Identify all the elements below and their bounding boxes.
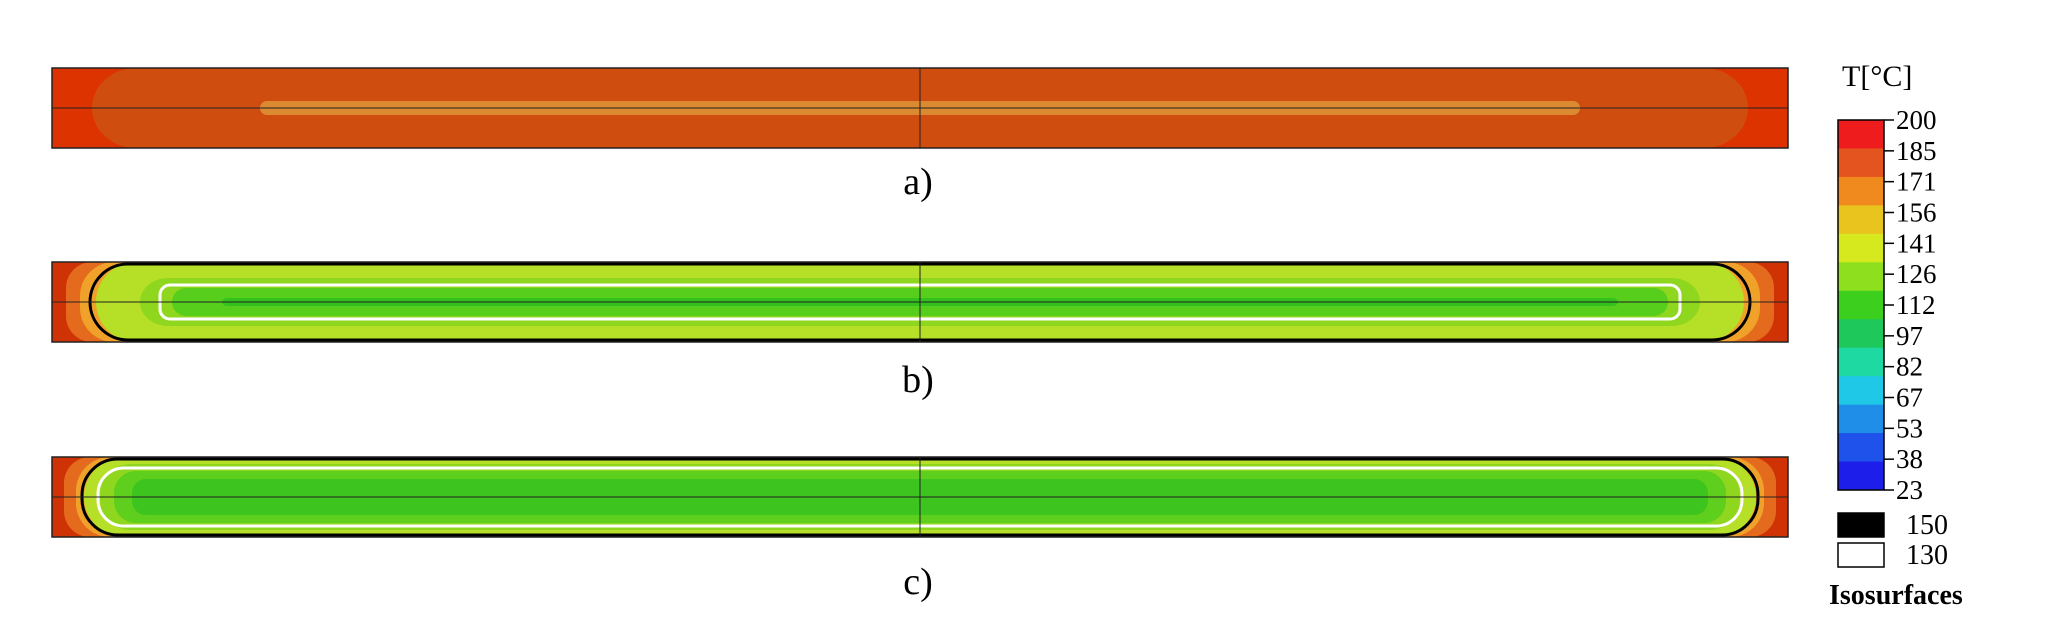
legend-tick-label: 23 bbox=[1896, 475, 1923, 505]
legend-color-band bbox=[1838, 404, 1884, 434]
legend-color-bar bbox=[1837, 119, 1885, 491]
legend-tick-label: 97 bbox=[1896, 321, 1923, 351]
legend-tick-label: 38 bbox=[1896, 444, 1923, 474]
legend-color-band bbox=[1838, 262, 1884, 292]
legend-tick-label: 200 bbox=[1896, 105, 1937, 135]
legend-color-band bbox=[1838, 290, 1884, 320]
panels-group bbox=[51, 67, 1789, 538]
legend-tick-label: 171 bbox=[1896, 167, 1937, 197]
legend-color-band bbox=[1838, 205, 1884, 235]
legend-tick-label: 126 bbox=[1896, 259, 1937, 289]
panel-label-b: b) bbox=[902, 359, 934, 401]
isosurface-swatch bbox=[1837, 542, 1885, 568]
panel-label-c: c) bbox=[903, 561, 933, 603]
legend-title: T[°C] bbox=[1842, 60, 1912, 93]
legend-color-band bbox=[1838, 433, 1884, 463]
legend-tick-label: 185 bbox=[1896, 136, 1937, 166]
legend-color-band bbox=[1838, 319, 1884, 349]
contour-panel-a bbox=[51, 67, 1789, 149]
legend-color-band bbox=[1838, 461, 1884, 491]
legend-color-band bbox=[1838, 148, 1884, 178]
panel-label-a: a) bbox=[903, 161, 933, 203]
legend-color-band bbox=[1838, 376, 1884, 406]
isosurface-value-label: 130 bbox=[1906, 540, 1948, 571]
contour-panel-c bbox=[51, 456, 1789, 538]
legend-tick-label: 112 bbox=[1896, 290, 1936, 320]
temperature-legend: T[°C] 200185171156141126112978267533823 … bbox=[1829, 60, 1963, 611]
legend-color-band bbox=[1838, 347, 1884, 377]
legend-tick-label: 67 bbox=[1896, 383, 1923, 413]
contour-panel-b bbox=[51, 261, 1789, 343]
isosurface-value-label: 150 bbox=[1906, 510, 1948, 541]
legend-color-band bbox=[1838, 176, 1884, 206]
legend-tick-label: 53 bbox=[1896, 413, 1923, 443]
legend-tick-label: 156 bbox=[1896, 198, 1937, 228]
legend-color-band bbox=[1838, 233, 1884, 263]
isosurface-swatch bbox=[1837, 512, 1885, 538]
isosurfaces-title: Isosurfaces bbox=[1829, 580, 1963, 611]
legend-color-band bbox=[1838, 120, 1884, 149]
legend-tick-label: 82 bbox=[1896, 352, 1923, 382]
legend-tick-label: 141 bbox=[1896, 228, 1937, 258]
